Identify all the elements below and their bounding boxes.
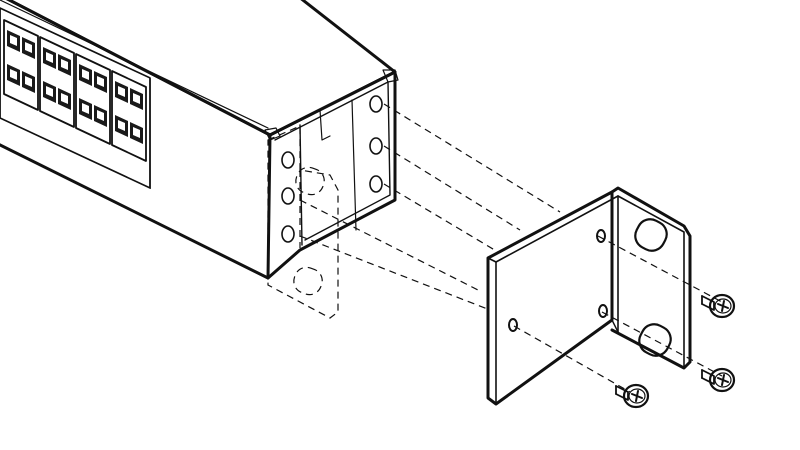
mounting-bracket (486, 186, 692, 406)
rj45-ports (3, 19, 147, 162)
rj45-port (7, 30, 20, 52)
bracket-ghost-outline (267, 125, 339, 319)
rj45-port (58, 54, 71, 76)
screw (701, 367, 736, 393)
port-array (0, 7, 151, 189)
screw (701, 293, 736, 319)
port-module (3, 19, 39, 111)
rj45-port (22, 37, 35, 59)
rj45-port (79, 64, 92, 86)
rj45-port (94, 71, 107, 93)
chassis-holes (281, 95, 383, 243)
rj45-port (79, 98, 92, 120)
rj45-port (130, 122, 143, 144)
rj45-port (43, 47, 56, 69)
rj45-port (7, 64, 20, 86)
switch-chassis (0, 0, 399, 280)
rj45-port (43, 81, 56, 103)
rj45-port (22, 71, 35, 93)
rj45-port (115, 115, 128, 137)
alignment-lines (299, 103, 723, 393)
port-module (75, 53, 111, 145)
rj45-port (94, 105, 107, 127)
screw (615, 383, 650, 409)
port-module (111, 70, 147, 162)
rj45-port (58, 88, 71, 110)
rj45-port (115, 81, 128, 103)
screws (615, 293, 736, 409)
rj45-port (130, 88, 143, 110)
port-module (39, 36, 75, 128)
